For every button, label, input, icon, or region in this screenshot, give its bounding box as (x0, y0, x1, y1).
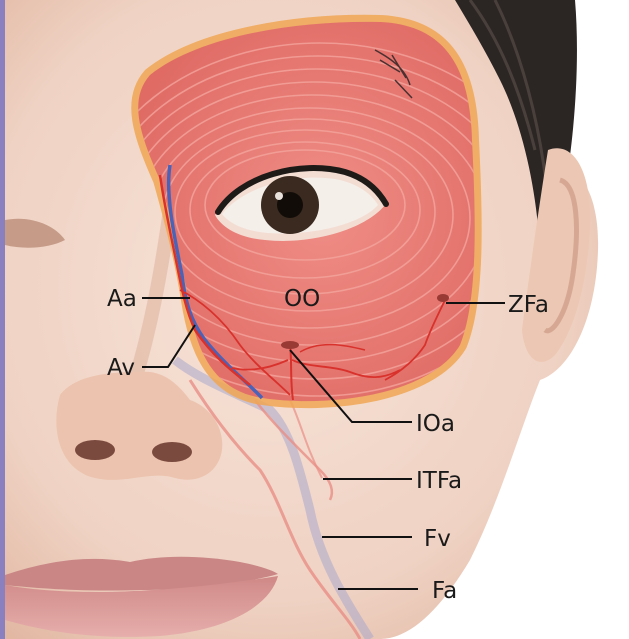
left-nostril (75, 440, 115, 460)
label-fv: Fv (424, 526, 451, 552)
label-av: Av (107, 355, 135, 381)
label-oo: OO (284, 286, 320, 312)
zygomaticofacial-foramen (437, 294, 449, 302)
eye-highlight (275, 192, 283, 200)
label-itfa: ITFa (416, 468, 462, 494)
infraorbital-foramen (281, 341, 299, 349)
frame-left-line (0, 0, 5, 639)
label-ioa: IOa (416, 411, 455, 437)
label-aa: Aa (107, 286, 137, 312)
right-nostril (152, 442, 192, 462)
label-fa: Fa (432, 578, 457, 604)
label-zfa: ZFa (508, 292, 549, 318)
